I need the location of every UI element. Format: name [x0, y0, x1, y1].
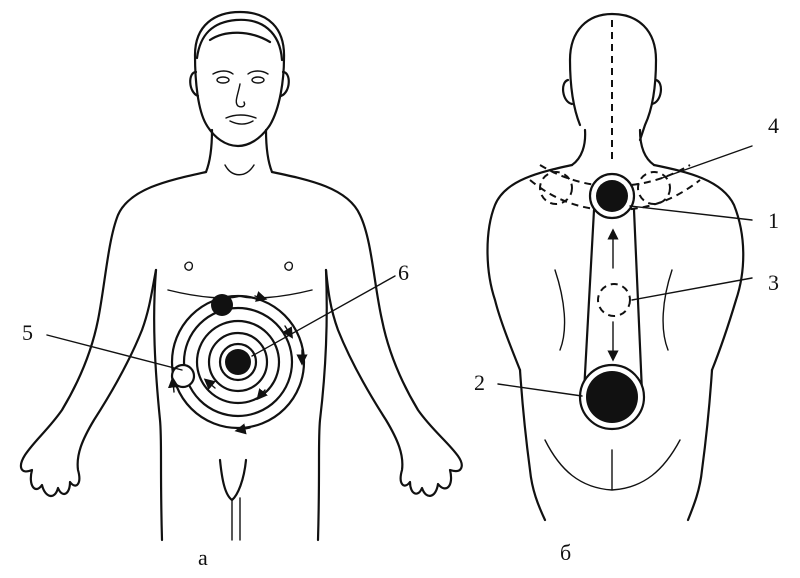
back-neck: [570, 128, 656, 167]
panel-caption-b: б: [560, 540, 571, 565]
back-torso-left: [518, 368, 547, 522]
front-hair: [195, 18, 284, 62]
leader-1: [629, 205, 753, 221]
leader-2: [497, 383, 583, 397]
spiral-arrow: [254, 291, 268, 302]
callout-2: 2: [474, 370, 485, 395]
front-neck: [204, 128, 274, 174]
leader-6: [251, 275, 396, 357]
front-torso-left: [153, 268, 164, 542]
spiral-ring-3: [195, 319, 281, 405]
front-eye-left: [216, 76, 230, 84]
front-left-arm: [19, 170, 208, 497]
navel-point: [225, 349, 251, 375]
front-right-arm: [270, 170, 463, 497]
front-ear-left: [189, 70, 200, 98]
lower-spine-point: [586, 371, 638, 423]
callout-5: 5: [22, 320, 33, 345]
spiral-ring-5: [218, 342, 258, 382]
spiral-arrow: [256, 388, 268, 401]
front-legs: [231, 497, 241, 541]
front-ear-right: [279, 70, 290, 98]
spiral-arrow: [167, 376, 180, 393]
leader-4: [661, 145, 753, 179]
leader-3: [631, 277, 753, 301]
shoulder-point-right: [637, 171, 671, 205]
front-collarbone: [224, 164, 255, 176]
spine-band-edges: [582, 208, 644, 394]
spine-band: [578, 172, 646, 431]
spiral-ring-4: [207, 331, 269, 393]
callout-3: 3: [768, 270, 779, 295]
panel-caption-a: а: [198, 545, 208, 570]
callout-1: 1: [768, 208, 779, 233]
callout-6: 6: [398, 260, 409, 285]
back-left-arm: [486, 163, 574, 372]
back-figure: [486, 12, 745, 522]
back-torso-right: [686, 368, 714, 522]
back-scapula-lines: [554, 269, 673, 351]
spiral-arrow: [282, 325, 293, 339]
front-mouth: [225, 114, 257, 125]
front-head: [193, 10, 286, 148]
back-buttocks: [544, 439, 681, 491]
front-groin: [218, 458, 248, 502]
front-eyebrows: [212, 70, 269, 75]
leader-5: [46, 334, 183, 371]
abdominal-spiral: [167, 291, 308, 435]
front-torso-right: [316, 268, 328, 542]
upper-spine-point: [596, 180, 628, 212]
mid-spine-point: [597, 283, 631, 317]
front-eye-right: [251, 76, 265, 84]
upper-point: [211, 294, 233, 316]
shoulder-point-left: [539, 171, 573, 205]
spiral-ring-2: [182, 306, 294, 418]
back-right-arm: [652, 163, 745, 372]
front-nose: [235, 83, 246, 108]
front-nipple-right: [284, 261, 294, 271]
callout-4: 4: [768, 113, 779, 138]
front-nipple-left: [184, 261, 194, 271]
front-figure: [19, 10, 463, 542]
spiral-arrow: [234, 423, 251, 435]
spiral-arrow: [203, 378, 216, 390]
back-ears: [562, 78, 662, 106]
